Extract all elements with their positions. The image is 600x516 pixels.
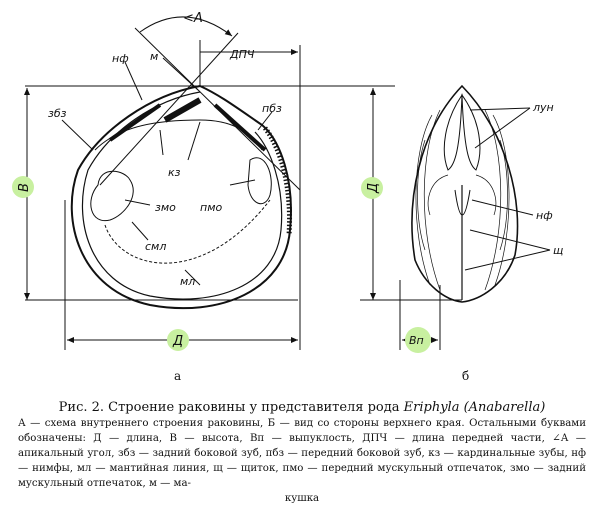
panel-label-b: б [462,369,469,383]
label-pbz: пбз [262,102,282,115]
label-height: В [17,183,32,192]
label-m: м [150,50,158,63]
label-apical-angle: <А [183,11,203,26]
label-pmo: пмо [200,201,222,214]
label-convexity: Вп [409,334,424,347]
height-marker [12,176,34,198]
label-length-right: Д [366,183,381,194]
label-length-left: Д [172,334,183,349]
label-zbz: збз [48,107,67,120]
caption-body: А — схема внутреннего строения раковины,… [18,418,586,489]
panel-label-a: а [174,369,181,383]
caption-genus: Eriphyla (Anabarella) [403,400,546,415]
label-lun: лун [532,101,554,114]
label-kz: кз [168,166,181,179]
convexity-marker [405,327,431,353]
length-marker-right [361,177,383,199]
label-nf-right: нф [536,209,553,222]
label-ml: мл [180,275,195,288]
figure-caption: Рис. 2. Строение раковины у представител… [18,400,586,506]
caption-end: кушка [284,493,320,504]
caption-title-text: Рис. 2. Строение раковины у представител… [58,400,400,415]
caption-title: Рис. 2. Строение раковины у представител… [18,400,586,415]
label-zmo: змо [155,201,176,214]
shell-diagram: <А ДПЧ нф м збз пбз кз змо пмо смл мл В … [12,11,563,383]
length-marker-left [167,329,189,351]
label-dpch: ДПЧ [229,48,255,61]
label-nf-left: нф [112,52,129,65]
label-sch: щ [553,244,563,257]
label-sml: смл [145,240,166,253]
